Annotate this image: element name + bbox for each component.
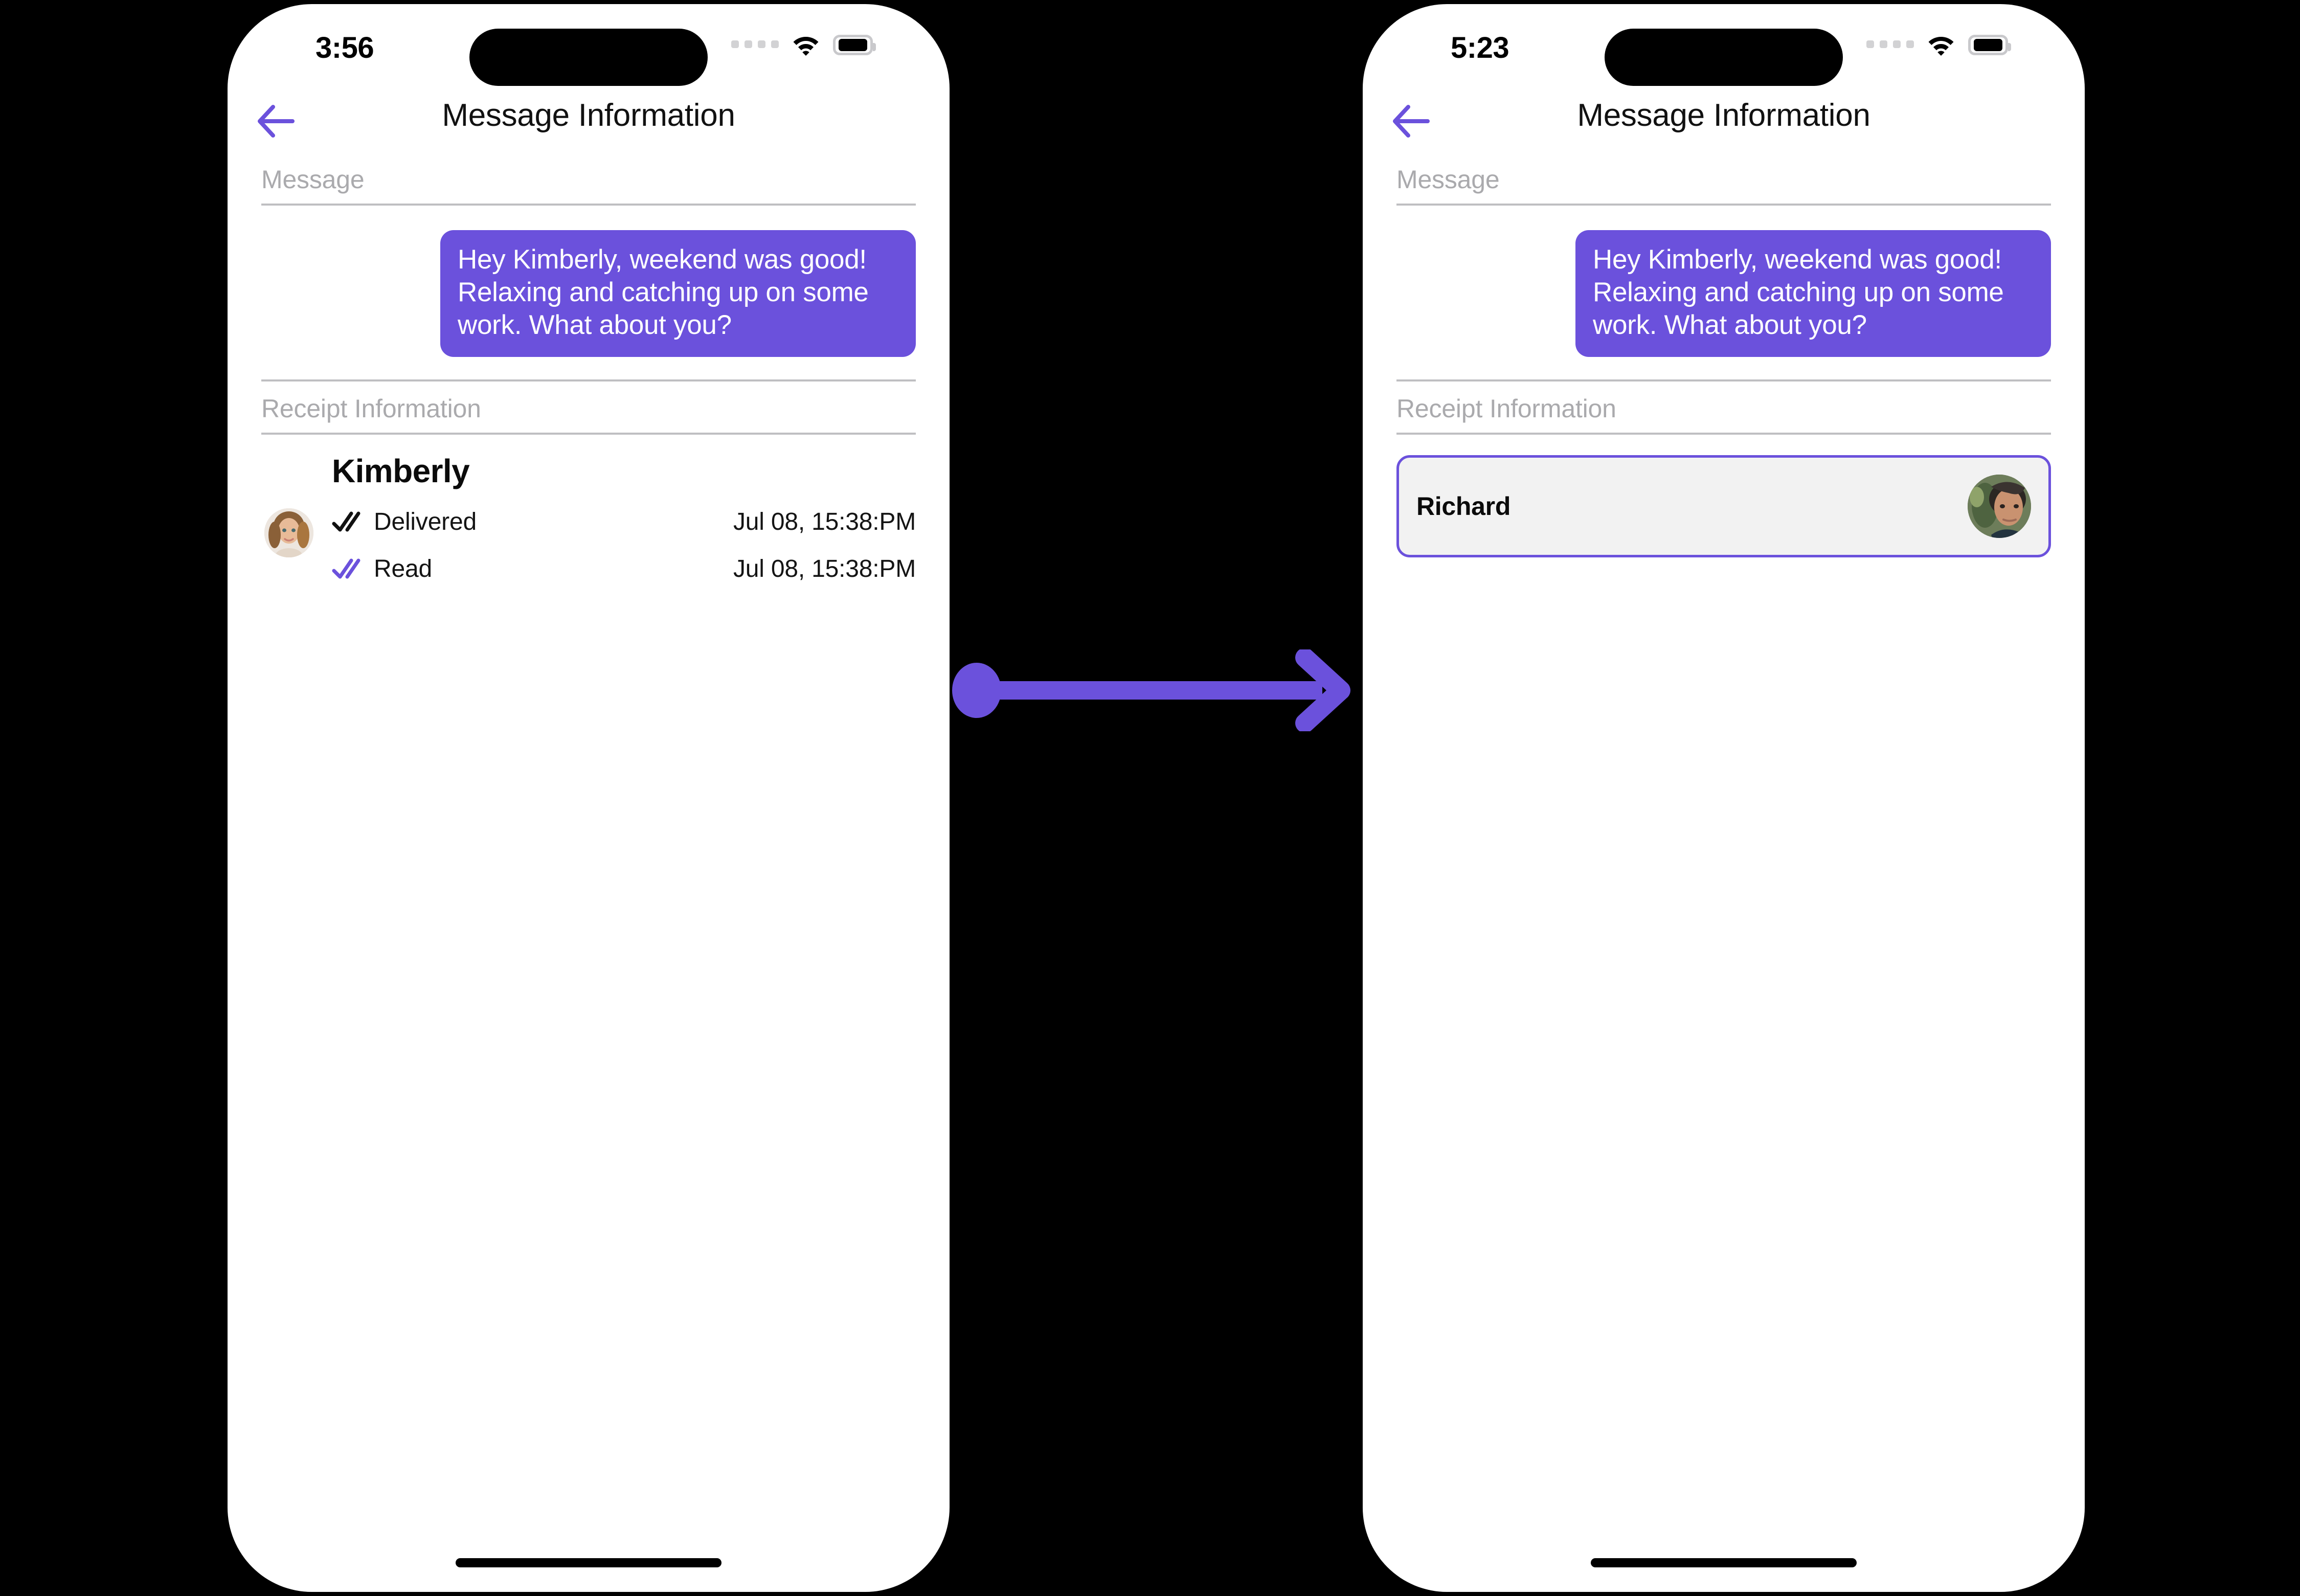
battery-icon bbox=[1968, 35, 2011, 55]
status-bar-time: 5:23 bbox=[1451, 31, 1509, 64]
status-bar-time: 3:56 bbox=[315, 31, 374, 64]
status-bar-indicators bbox=[1866, 34, 2011, 56]
message-bubble-row: Hey Kimberly, weekend was good! Relaxing… bbox=[261, 206, 916, 379]
receipt-block: Kimberly Delivered Jul 08, 15:38:PM Read bbox=[261, 435, 916, 592]
receipt-timestamp: Jul 08, 15:38:PM bbox=[733, 555, 916, 582]
page-title: Message Information bbox=[1577, 98, 1870, 133]
receipt-status-label: Delivered bbox=[374, 508, 477, 535]
contact-card-name: Richard bbox=[1416, 492, 1511, 521]
status-bar: 5:23 bbox=[1363, 4, 2085, 86]
section-label-receipt: Receipt Information bbox=[261, 394, 481, 423]
receipt-status-label: Read bbox=[374, 555, 432, 582]
dynamic-island bbox=[1605, 29, 1843, 86]
content-area: Message Hey Kimberly, weekend was good! … bbox=[228, 152, 950, 592]
section-label-message: Message bbox=[261, 165, 365, 194]
receipt-row: Read Jul 08, 15:38:PM bbox=[332, 545, 916, 592]
double-check-icon bbox=[332, 558, 360, 579]
home-indicator[interactable] bbox=[1591, 1558, 1857, 1567]
message-bubble[interactable]: Hey Kimberly, weekend was good! Relaxing… bbox=[1575, 230, 2051, 357]
dynamic-island bbox=[469, 29, 708, 86]
page-title: Message Information bbox=[442, 98, 735, 133]
message-bubble[interactable]: Hey Kimberly, weekend was good! Relaxing… bbox=[440, 230, 916, 357]
back-button[interactable] bbox=[1384, 93, 1440, 149]
wifi-icon bbox=[793, 37, 819, 56]
flow-connector bbox=[952, 648, 1361, 733]
double-check-icon bbox=[332, 511, 360, 532]
nav-bar: Message Information bbox=[228, 86, 950, 152]
divider bbox=[261, 379, 916, 382]
divider bbox=[1396, 379, 2051, 382]
divider bbox=[261, 204, 916, 206]
avatar-kimberly-icon bbox=[264, 508, 313, 558]
phone-left: 3:56 Message Information bbox=[228, 4, 950, 1592]
home-indicator[interactable] bbox=[456, 1558, 721, 1567]
contact-card-richard[interactable]: Richard bbox=[1396, 455, 2051, 558]
signal-dots-icon bbox=[1866, 40, 1914, 50]
section-label-message: Message bbox=[1396, 165, 1500, 194]
wifi-icon bbox=[1928, 37, 1954, 56]
back-arrow-icon bbox=[1393, 105, 1430, 138]
section-label-receipt: Receipt Information bbox=[1396, 394, 1616, 423]
status-bar-indicators bbox=[731, 34, 876, 56]
back-arrow-icon bbox=[258, 105, 295, 138]
divider bbox=[1396, 433, 2051, 435]
status-bar: 3:56 bbox=[228, 4, 950, 86]
battery-icon bbox=[833, 35, 876, 55]
nav-bar: Message Information bbox=[1363, 86, 2085, 152]
receipt-contact-name: Kimberly bbox=[332, 453, 470, 490]
divider bbox=[1396, 204, 2051, 206]
phone-right: 5:23 Message Information bbox=[1363, 4, 2085, 1592]
receipt-timestamp: Jul 08, 15:38:PM bbox=[733, 508, 916, 535]
message-bubble-row: Hey Kimberly, weekend was good! Relaxing… bbox=[1396, 206, 2051, 379]
divider bbox=[261, 433, 916, 435]
avatar-richard-icon bbox=[1968, 475, 2031, 538]
arrow-right-icon bbox=[952, 648, 1350, 733]
receipt-row: Delivered Jul 08, 15:38:PM bbox=[332, 498, 916, 545]
back-button[interactable] bbox=[249, 93, 305, 149]
content-area: Message Hey Kimberly, weekend was good! … bbox=[1363, 152, 2085, 558]
signal-dots-icon bbox=[731, 40, 779, 50]
